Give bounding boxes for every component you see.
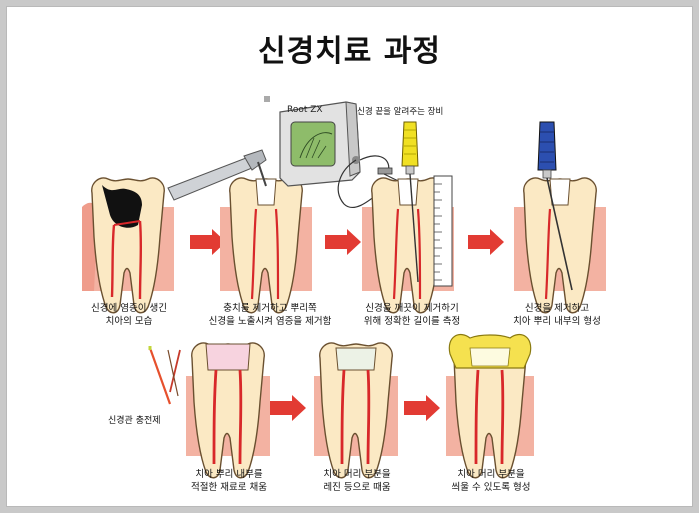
measuring-file-yellow <box>401 121 419 283</box>
gutta-percha-points <box>148 346 181 405</box>
arrow-step-3 <box>468 229 504 255</box>
tooth-decayed <box>82 177 174 314</box>
tooth-resin <box>314 342 398 479</box>
shaping-file-blue <box>537 121 573 291</box>
tooth-crowned <box>446 333 534 479</box>
device-label: 신경 끝을 알려주는 장비 <box>357 106 443 117</box>
tooth-filled <box>186 342 270 479</box>
arrow-step-5 <box>404 395 440 421</box>
arrow-step-4 <box>270 395 306 421</box>
device-brand: Root ZX <box>287 105 323 115</box>
tooth-drilled <box>220 177 312 314</box>
measuring-ruler <box>433 175 453 287</box>
root-zx-device <box>264 96 413 209</box>
arrow-step-2 <box>325 229 361 255</box>
figure-title: 신경치료 과정 <box>257 34 442 69</box>
dental-handpiece <box>167 149 267 201</box>
tooth-shaping <box>514 177 606 314</box>
filler-label: 신경관 충전제 <box>108 416 161 426</box>
